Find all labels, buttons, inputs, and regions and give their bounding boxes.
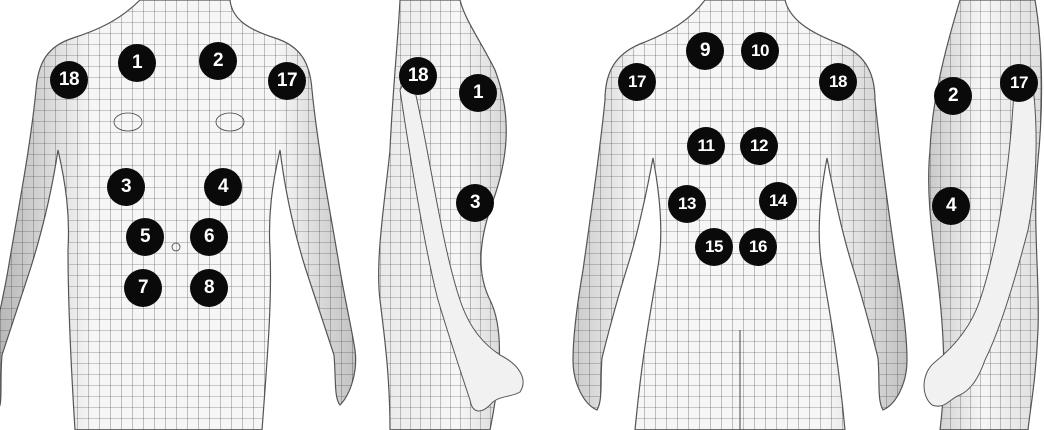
back-marker-10: 10 bbox=[741, 32, 779, 70]
front-marker-8: 8 bbox=[190, 269, 228, 307]
left-side-marker-1: 1 bbox=[459, 74, 497, 112]
back-marker-11: 11 bbox=[687, 127, 725, 165]
back-marker-14: 14 bbox=[759, 182, 797, 220]
right-side-marker-2: 2 bbox=[934, 77, 972, 115]
right-side-marker-17: 17 bbox=[1000, 64, 1038, 102]
left-side-marker-3: 3 bbox=[456, 184, 494, 222]
front-marker-1: 1 bbox=[118, 44, 156, 82]
front-marker-2: 2 bbox=[199, 42, 237, 80]
front-marker-4: 4 bbox=[204, 168, 242, 206]
front-marker-5: 5 bbox=[126, 218, 164, 256]
back-marker-16: 16 bbox=[739, 228, 777, 266]
front-marker-3: 3 bbox=[107, 168, 145, 206]
back-marker-13: 13 bbox=[668, 185, 706, 223]
front-marker-18: 18 bbox=[50, 61, 88, 99]
back-marker-18: 18 bbox=[819, 63, 857, 101]
back-marker-12: 12 bbox=[740, 127, 778, 165]
front-marker-7: 7 bbox=[124, 269, 162, 307]
left-side-marker-18: 18 bbox=[399, 57, 437, 95]
back-marker-15: 15 bbox=[695, 228, 733, 266]
right-side-marker-4: 4 bbox=[932, 187, 970, 225]
front-marker-6: 6 bbox=[190, 218, 228, 256]
back-marker-17: 17 bbox=[618, 63, 656, 101]
back-body-figure bbox=[545, 0, 920, 430]
left-side-body-figure bbox=[370, 0, 545, 430]
front-marker-17: 17 bbox=[268, 62, 306, 100]
back-marker-9: 9 bbox=[686, 32, 724, 70]
front-body-figure bbox=[0, 0, 370, 430]
